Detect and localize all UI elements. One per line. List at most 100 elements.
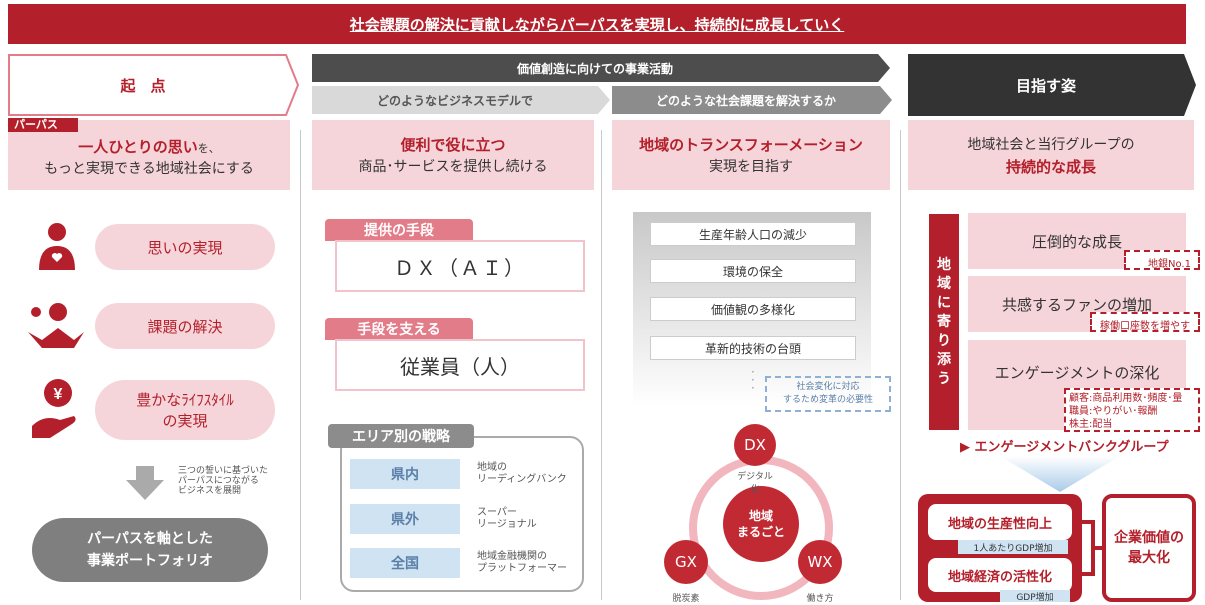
v-char: 域 bbox=[937, 275, 951, 292]
area-desc-pref: 地域のリーディングバンク bbox=[477, 462, 567, 486]
econ-note: GDP増加 bbox=[1000, 590, 1070, 603]
value-box: 企業価値の最大化 bbox=[1102, 494, 1196, 602]
divider bbox=[900, 130, 901, 600]
person-solve-icon bbox=[28, 303, 84, 348]
change-note-l2: するため変革の必要性 bbox=[782, 395, 873, 405]
top-banner: 社会課題の解決に貢献しながらパーパスを実現し、持続的に成長していく bbox=[8, 4, 1186, 44]
center-l2: まるごと bbox=[736, 525, 785, 539]
support-tag: 手段を支える bbox=[325, 318, 473, 340]
v-char: 添 bbox=[937, 351, 951, 368]
arrow-note: 三つの誓いに基づいたパーパスにつながるビジネスを展開 bbox=[178, 466, 268, 496]
means-box: ＤＸ（ＡＩ） bbox=[335, 240, 585, 292]
pill-realize: 思いの実現 bbox=[95, 224, 275, 270]
col4-head-box bbox=[908, 120, 1194, 190]
purpose-rest: を、 bbox=[197, 142, 220, 155]
goal-growth: 圧倒的な成長 bbox=[968, 213, 1186, 269]
col3-head-bold: 地域のトランスフォーメーション bbox=[639, 136, 863, 154]
portfolio-l2: 事業ポートフォリオ bbox=[87, 553, 213, 569]
value-l2: 最大化 bbox=[1128, 550, 1170, 566]
col3-head-rest: 実現を目指す bbox=[709, 159, 793, 175]
yen-hand-icon: ¥ bbox=[32, 379, 76, 438]
arrow-note-l1: 三つの誓いに基づいた bbox=[178, 466, 269, 476]
gx-circle: GX bbox=[664, 540, 708, 584]
social-issues-arrow bbox=[612, 86, 892, 114]
header-business-model: どのようなビジネスモデルで bbox=[376, 93, 533, 108]
arrow-note-l2: パーパスにつながる bbox=[178, 476, 259, 486]
v-char: う bbox=[937, 370, 951, 387]
area-desc: スーパー bbox=[477, 507, 517, 518]
note-accounts: 稼働口座数を増やす bbox=[1090, 312, 1200, 332]
down-arrow-icon bbox=[126, 466, 164, 500]
dx-circle: DX bbox=[734, 424, 776, 466]
wx-circle: WX bbox=[798, 540, 842, 584]
change-note-l1: 社会変化に対応 bbox=[796, 382, 860, 392]
eng-note: 職員:やりがい･報酬 bbox=[1069, 406, 1158, 417]
eng-note: 株主:配当 bbox=[1069, 419, 1113, 430]
area-desc: 地域の bbox=[477, 462, 507, 473]
issue-row: 革新的技術の台頭 bbox=[650, 336, 856, 360]
purpose-tag: パーパス bbox=[8, 118, 78, 132]
header-activities: 価値創造に向けての事業活動 bbox=[516, 61, 673, 76]
start-arrow bbox=[8, 54, 300, 116]
issue-row: 生産年齢人口の減少 bbox=[650, 222, 856, 246]
engagement-bank: ▶ エンゲージメントバンクグループ bbox=[960, 440, 1169, 455]
bracket-connector bbox=[1082, 520, 1104, 576]
portfolio-l1: パーパスを軸とした bbox=[87, 531, 213, 547]
dx-label: デジタル化 bbox=[737, 472, 773, 495]
portfolio-pill: パーパスを軸とした事業ポートフォリオ bbox=[32, 518, 268, 582]
purpose-bold: 一人ひとりの思い bbox=[78, 138, 198, 156]
area-desc-national: 地域金融機関のプラットフォーマー bbox=[477, 551, 567, 575]
center-circle: 地域まるごと bbox=[723, 486, 799, 562]
note-no1: 地銀No.1 bbox=[1124, 250, 1200, 270]
divider bbox=[300, 130, 301, 600]
gx-label: 脱炭素 bbox=[672, 594, 700, 604]
pill-lifestyle: 豊かなﾗｲﾌｽﾀｲﾙの実現 bbox=[95, 380, 275, 440]
issue-row: 価値観の多様化 bbox=[650, 297, 856, 321]
value-l1: 企業価値の bbox=[1114, 530, 1184, 546]
means-tag: 提供の手段 bbox=[325, 219, 473, 241]
area-label-national: 全国 bbox=[350, 548, 460, 578]
header-social-issues: どのような社会課題を解決するか bbox=[655, 93, 836, 108]
down-triangle bbox=[1000, 456, 1120, 492]
area-desc: プラットフォーマー bbox=[477, 563, 567, 574]
purpose-line1: 一人ひとりの思いを、 bbox=[8, 136, 290, 157]
area-desc: リージョナル bbox=[477, 519, 537, 530]
area-desc-outside: スーパーリージョナル bbox=[477, 507, 537, 531]
eng-note: 顧客:商品利用数･頻度･量 bbox=[1069, 393, 1183, 404]
header-start: 起 点 bbox=[120, 76, 166, 95]
goal-arrow bbox=[908, 54, 1196, 116]
v-char: り bbox=[937, 332, 951, 349]
area-desc: リーディングバンク bbox=[477, 474, 567, 485]
svg-text:¥: ¥ bbox=[54, 386, 63, 403]
purpose-line2: もっと実現できる地域社会にする bbox=[44, 161, 254, 177]
v-char: 寄 bbox=[937, 313, 951, 330]
wx-label: 働き方 bbox=[806, 594, 834, 604]
prod-box: 地域の生産性向上 bbox=[928, 504, 1072, 540]
col4-head-bold: 持続的な成長 bbox=[1005, 158, 1096, 176]
divider bbox=[601, 130, 602, 600]
econ-box: 地域経済の活性化 bbox=[928, 558, 1072, 592]
arrow-note-l3: ビジネスを展開 bbox=[178, 486, 242, 496]
issue-row: 環境の保全 bbox=[650, 259, 856, 283]
dots: ··· bbox=[751, 365, 755, 395]
area-label-pref: 県内 bbox=[350, 459, 460, 489]
pill-solve: 課題の解決 bbox=[95, 303, 275, 349]
v-char: に bbox=[937, 294, 951, 311]
engagement-notes: 顧客:商品利用数･頻度･量職員:やりがい･報酬株主:配当 bbox=[1064, 388, 1200, 432]
pill-lifestyle-l2: の実現 bbox=[162, 412, 208, 430]
change-note: 社会変化に対応するため変革の必要性 bbox=[765, 376, 891, 412]
col2-head-bold: 便利で役に立つ bbox=[400, 136, 506, 154]
prod-note: 1人あたりGDP増加 bbox=[958, 540, 1068, 554]
banner-text: 社会課題の解決に貢献しながらパーパスを実現し、持続的に成長していく bbox=[349, 15, 845, 34]
col2-head-box bbox=[312, 120, 594, 190]
area-desc: 地域金融機関の bbox=[477, 551, 547, 562]
vertical-label: 地域に寄り添う bbox=[929, 214, 959, 430]
area-label-outside: 県外 bbox=[350, 504, 460, 534]
person-heart-icon bbox=[39, 223, 75, 270]
area-title: エリア別の戦略 bbox=[328, 424, 474, 448]
col4-head-line1: 地域社会と当行グループの bbox=[967, 137, 1135, 153]
support-box: 従業員（人） bbox=[335, 339, 585, 391]
header-goal: 目指す姿 bbox=[1015, 76, 1076, 95]
col2-head-rest: 商品･サービスを提供し続ける bbox=[358, 159, 548, 175]
center-l1: 地域 bbox=[748, 509, 773, 523]
